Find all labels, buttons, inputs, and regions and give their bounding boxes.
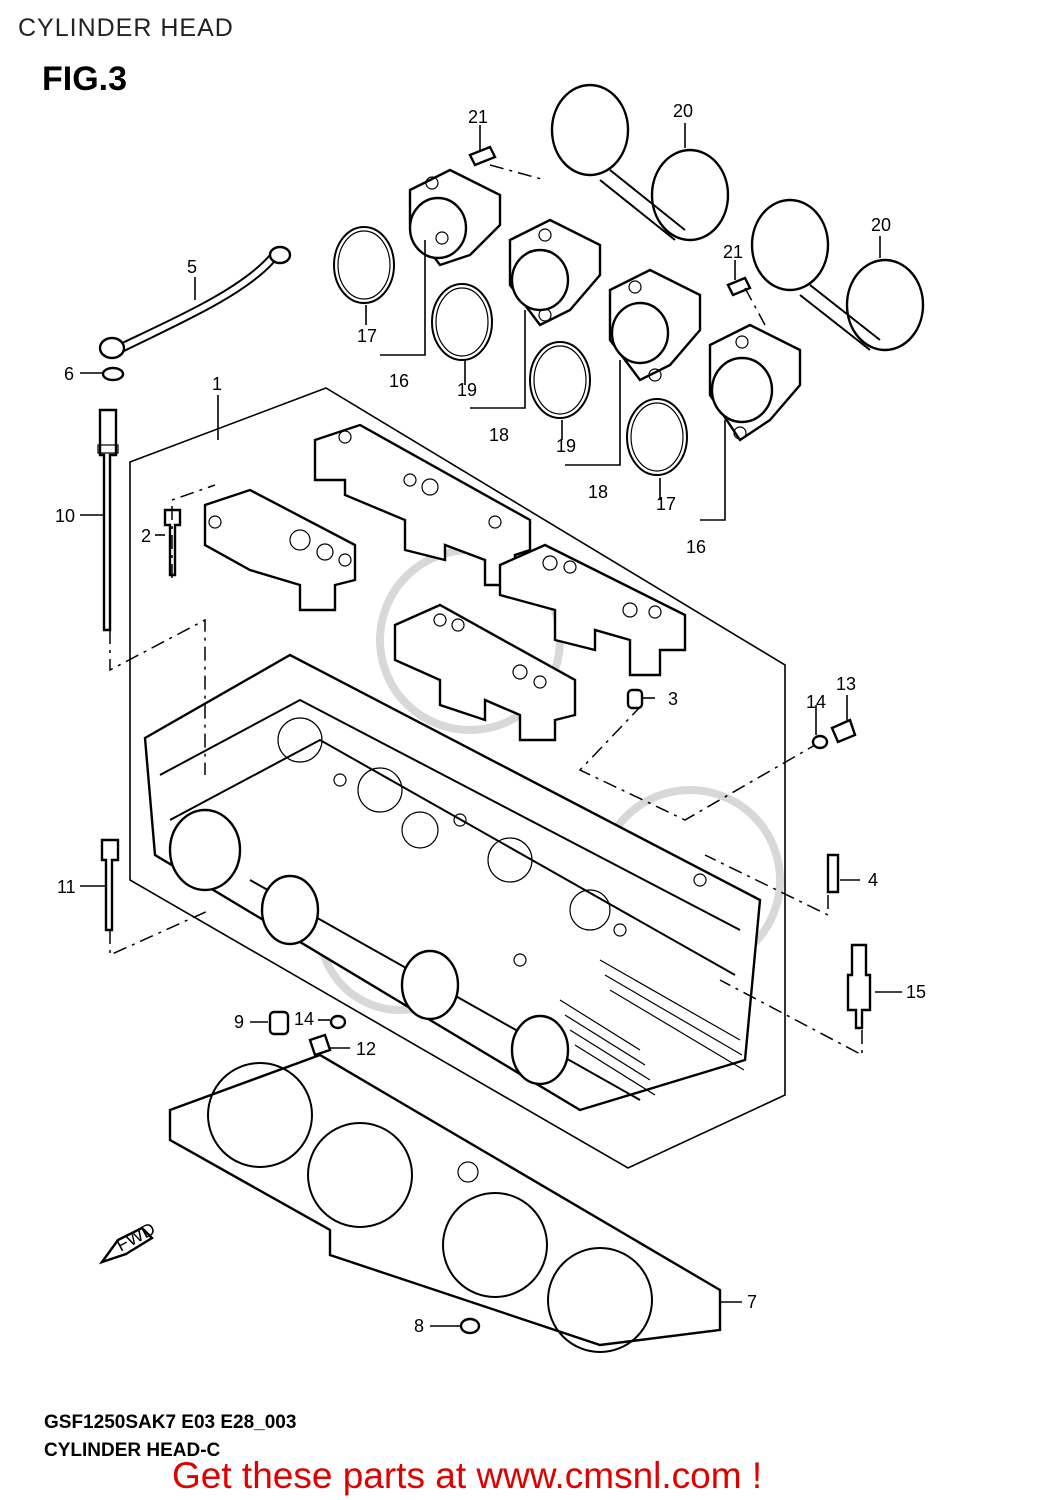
cam-cap-right bbox=[498, 543, 687, 677]
callout-20-b: 20 bbox=[871, 215, 891, 235]
callout-16-a: 16 bbox=[389, 371, 409, 391]
callout-21-a: 21 bbox=[468, 107, 488, 127]
diagram-title: CYLINDER HEAD-C bbox=[44, 1440, 221, 1461]
dowel-pin-9 bbox=[268, 1010, 290, 1036]
callout-13: 13 bbox=[836, 674, 856, 694]
intake-pipe-18-b bbox=[608, 268, 702, 382]
page-header: CYLINDER HEAD bbox=[18, 14, 234, 42]
bolt-13 bbox=[830, 718, 857, 744]
callout-9: 9 bbox=[234, 1012, 244, 1032]
callout-15: 15 bbox=[906, 982, 926, 1002]
callout-19-b: 19 bbox=[556, 436, 576, 456]
callout-18-a: 18 bbox=[489, 425, 509, 445]
callout-16-b: 16 bbox=[686, 537, 706, 557]
callout-5: 5 bbox=[187, 257, 197, 277]
callout-21-b: 21 bbox=[723, 242, 743, 262]
callout-14-a: 14 bbox=[806, 692, 826, 712]
hose-5 bbox=[98, 245, 292, 360]
o-ring-19-a bbox=[431, 283, 493, 361]
washer-6 bbox=[101, 366, 125, 382]
callout-7: 7 bbox=[747, 1292, 757, 1312]
washer-14-b bbox=[329, 1014, 347, 1030]
o-ring-17-b bbox=[626, 398, 688, 476]
o-ring-17-a bbox=[333, 226, 395, 304]
guide-lines bbox=[109, 164, 863, 1057]
bolt-11 bbox=[100, 838, 120, 932]
head-gasket-7 bbox=[168, 1053, 722, 1353]
callout-19-a: 19 bbox=[457, 380, 477, 400]
callout-17-a: 17 bbox=[357, 326, 377, 346]
fwd-arrow-icon: FWD bbox=[98, 1219, 159, 1265]
svg-text:FWD: FWD bbox=[113, 1219, 159, 1256]
cylinder-head-body bbox=[143, 653, 762, 1112]
screw-21-a bbox=[468, 145, 497, 167]
bolt-12 bbox=[308, 1033, 332, 1057]
cam-cap-upper bbox=[313, 423, 532, 587]
cam-cap-lower bbox=[393, 603, 577, 742]
leader-lines bbox=[80, 123, 902, 1327]
diagram-code: GSF1250SAK7 E03 E28_003 bbox=[44, 1412, 297, 1433]
intake-pipe-18-a bbox=[508, 218, 602, 327]
dowel-pin-3 bbox=[626, 688, 644, 710]
cam-cap-left bbox=[203, 488, 357, 612]
callout-10: 10 bbox=[55, 506, 75, 526]
intake-pipe-16-a bbox=[408, 168, 502, 267]
promo-link[interactable]: Get these parts at www.cmsnl.com ! bbox=[172, 1455, 763, 1496]
intake-pipe-16-b bbox=[708, 323, 802, 442]
callout-1: 1 bbox=[212, 374, 222, 394]
callout-12: 12 bbox=[356, 1039, 376, 1059]
callout-2: 2 bbox=[141, 526, 151, 546]
callout-14-b: 14 bbox=[294, 1009, 314, 1029]
callout-3: 3 bbox=[668, 689, 678, 709]
screw-21-b bbox=[726, 276, 752, 297]
bolt-10 bbox=[97, 408, 119, 632]
washer-14-a bbox=[811, 734, 829, 750]
callout-8: 8 bbox=[414, 1316, 424, 1336]
seal-8 bbox=[459, 1317, 481, 1335]
clamp-20-a bbox=[550, 83, 730, 242]
o-ring-19-b bbox=[529, 341, 591, 419]
callout-17-b: 17 bbox=[656, 494, 676, 514]
callout-20-a: 20 bbox=[673, 101, 693, 121]
pin-4 bbox=[826, 853, 840, 894]
clamp-20-b bbox=[750, 198, 925, 352]
callout-4: 4 bbox=[868, 870, 878, 890]
callout-6: 6 bbox=[64, 364, 74, 384]
callout-11: 11 bbox=[57, 877, 76, 897]
callout-18-b: 18 bbox=[588, 482, 608, 502]
assembly-outline bbox=[129, 387, 786, 1169]
spark-plug-15 bbox=[846, 943, 872, 1030]
callout-labels: 1 2 3 4 5 6 7 8 9 10 11 12 13 14 14 15 1… bbox=[55, 101, 926, 1336]
figure-number: FIG.3 bbox=[42, 60, 128, 98]
